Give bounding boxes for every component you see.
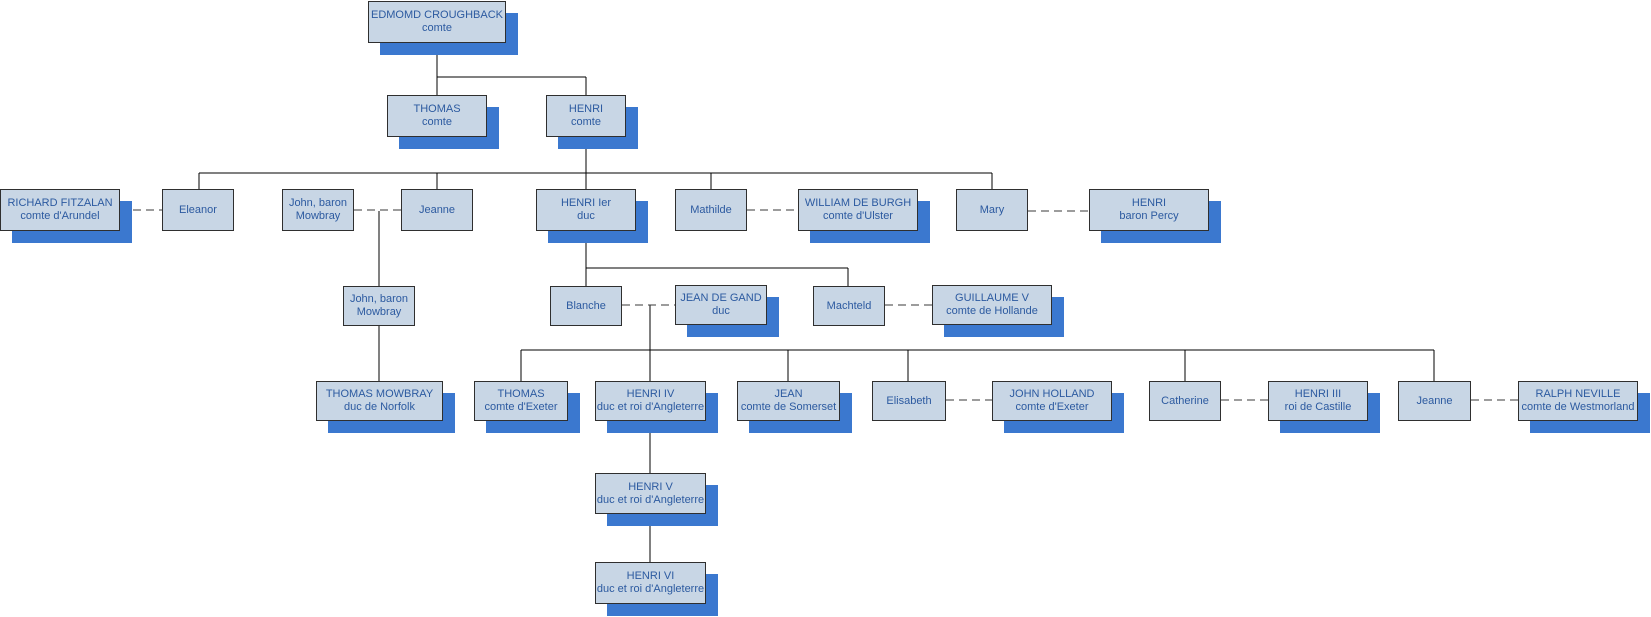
- node-mary: Mary: [956, 189, 1028, 231]
- line-henri-children: [198, 139, 993, 189]
- node-eleanor: Eleanor: [162, 189, 234, 231]
- node-jeanne-2: Jeanne: [1398, 381, 1471, 421]
- node-machteld: Machteld: [813, 286, 885, 326]
- node-blanche: Blanche: [550, 286, 622, 326]
- node-elisabeth: Elisabeth: [872, 381, 946, 421]
- line-edmond-children: [436, 43, 587, 95]
- line-gand-children: [520, 305, 1435, 381]
- node-jeanne-1: Jeanne: [401, 189, 473, 231]
- node-mathilde: Mathilde: [675, 189, 747, 231]
- line-henri1-children: [585, 232, 849, 286]
- node-catherine: Catherine: [1149, 381, 1221, 421]
